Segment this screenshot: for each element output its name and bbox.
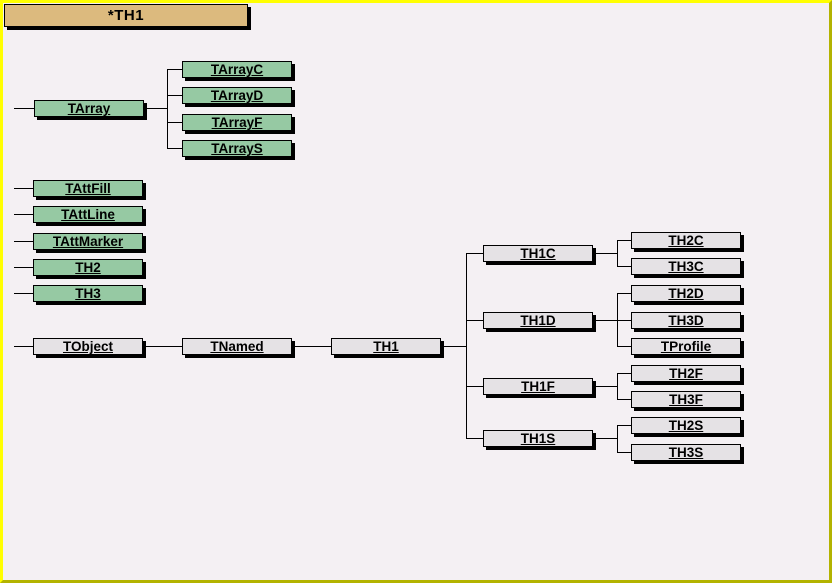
connector-line	[167, 148, 182, 149]
connector-line	[593, 386, 617, 387]
connector-line	[292, 346, 331, 347]
class-node-th2s[interactable]: TH2S	[631, 417, 741, 434]
tree-title-box: *TH1	[4, 4, 248, 27]
class-node-th1f[interactable]: TH1F	[483, 378, 593, 395]
connector-line	[617, 240, 631, 241]
connector-line	[14, 188, 33, 189]
connector-line	[466, 253, 483, 254]
class-node-label: TH3C	[668, 259, 704, 274]
tree-title: *TH1	[107, 7, 145, 24]
class-node-label: TH2	[75, 260, 101, 275]
class-node-tarrayf[interactable]: TArrayF	[182, 114, 292, 131]
connector-line	[593, 253, 617, 254]
class-node-th2[interactable]: TH2	[33, 259, 143, 276]
class-node-label: TH2D	[668, 286, 704, 301]
connector-line	[617, 373, 618, 399]
class-node-th3c[interactable]: TH3C	[631, 258, 741, 275]
class-node-label: TH1C	[520, 246, 556, 261]
connector-line	[617, 320, 631, 321]
class-node-tarrayc[interactable]: TArrayC	[182, 61, 292, 78]
class-node-label: TNamed	[210, 339, 264, 354]
class-node-th2c[interactable]: TH2C	[631, 232, 741, 249]
class-node-label: TAttMarker	[52, 234, 124, 249]
class-node-label: TH3S	[668, 445, 704, 460]
class-node-th1c[interactable]: TH1C	[483, 245, 593, 262]
class-node-label: TAttLine	[61, 207, 115, 222]
connector-line	[441, 346, 466, 347]
class-node-tarrayd[interactable]: TArrayD	[182, 87, 292, 104]
connector-line	[167, 95, 182, 96]
class-node-label: TArrayC	[210, 62, 264, 77]
class-node-tnamed[interactable]: TNamed	[182, 338, 292, 355]
class-node-label: TArrayD	[210, 88, 264, 103]
connector-line	[167, 69, 182, 70]
class-node-label: TH1S	[520, 431, 556, 446]
class-node-th1[interactable]: TH1	[331, 338, 441, 355]
connector-line	[14, 108, 34, 109]
connector-line	[466, 320, 483, 321]
class-node-th2d[interactable]: TH2D	[631, 285, 741, 302]
connector-line	[617, 425, 631, 426]
connector-line	[14, 346, 33, 347]
connector-line	[466, 386, 483, 387]
connector-line	[14, 267, 33, 268]
connector-line	[14, 293, 33, 294]
class-node-label: TH3	[75, 286, 101, 301]
class-node-label: TH1F	[521, 379, 555, 394]
class-node-label: TArray	[67, 101, 111, 116]
class-node-th1d[interactable]: TH1D	[483, 312, 593, 329]
connector-line	[617, 373, 631, 374]
connector-line	[617, 399, 631, 400]
class-node-tattmarker[interactable]: TAttMarker	[33, 233, 143, 250]
class-node-label: TObject	[62, 339, 113, 354]
connector-line	[593, 438, 617, 439]
connector-line	[617, 240, 618, 266]
class-node-th3s[interactable]: TH3S	[631, 444, 741, 461]
connector-line	[617, 266, 631, 267]
class-node-th3[interactable]: TH3	[33, 285, 143, 302]
connector-line	[617, 293, 631, 294]
class-node-tarray[interactable]: TArray	[34, 100, 144, 117]
connector-line	[617, 293, 618, 346]
connector-line	[144, 108, 167, 109]
class-node-label: TAttFill	[65, 181, 111, 196]
class-node-label: TH2F	[669, 366, 703, 381]
class-node-tarrays[interactable]: TArrayS	[182, 140, 292, 157]
class-node-label: TH1	[373, 339, 399, 354]
class-node-label: TH3D	[668, 313, 704, 328]
class-node-label: TH2S	[668, 418, 704, 433]
connector-line	[466, 438, 483, 439]
class-node-label: TH2C	[668, 233, 704, 248]
class-node-th3f[interactable]: TH3F	[631, 391, 741, 408]
connector-line	[143, 346, 182, 347]
connector-line	[167, 69, 168, 148]
class-node-label: TArrayF	[211, 115, 263, 130]
class-node-label: TH1D	[520, 313, 556, 328]
class-node-label: TArrayS	[211, 141, 263, 156]
connector-line	[167, 122, 182, 123]
connector-line	[617, 452, 631, 453]
connector-line	[14, 214, 33, 215]
class-node-tattline[interactable]: TAttLine	[33, 206, 143, 223]
connector-line	[617, 346, 631, 347]
connector-line	[14, 241, 33, 242]
class-node-th1s[interactable]: TH1S	[483, 430, 593, 447]
connector-line	[617, 425, 618, 452]
class-node-tobject[interactable]: TObject	[33, 338, 143, 355]
class-node-label: TProfile	[660, 339, 712, 354]
class-node-tprofile[interactable]: TProfile	[631, 338, 741, 355]
class-node-label: TH3F	[669, 392, 703, 407]
connector-line	[466, 253, 467, 438]
class-node-tattfill[interactable]: TAttFill	[33, 180, 143, 197]
connector-line	[593, 320, 617, 321]
class-node-th2f[interactable]: TH2F	[631, 365, 741, 382]
class-node-th3d[interactable]: TH3D	[631, 312, 741, 329]
